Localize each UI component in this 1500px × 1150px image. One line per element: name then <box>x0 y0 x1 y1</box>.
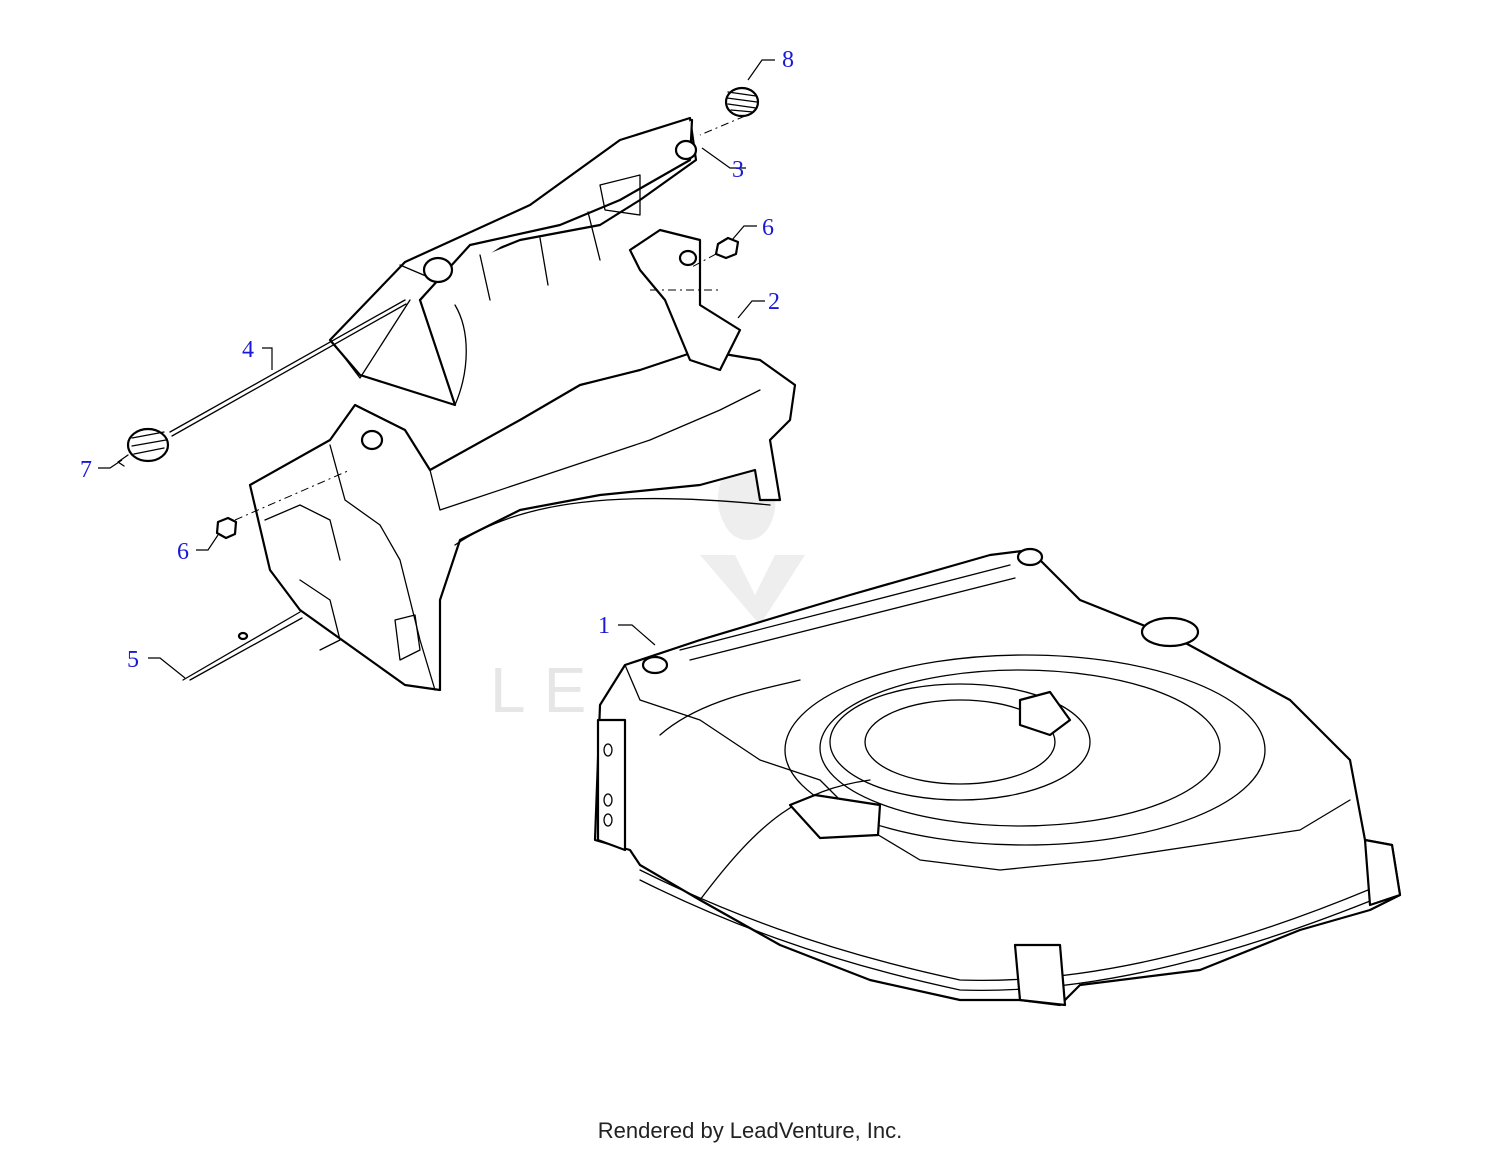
callout-3[interactable]: 3 <box>732 157 744 183</box>
part-2-frame[interactable] <box>234 228 797 692</box>
leader-1 <box>618 624 656 646</box>
part-6-nut-upper[interactable] <box>689 236 740 269</box>
callout-labels: 1 2 3 4 5 6 6 7 8 <box>80 47 794 673</box>
callout-1[interactable]: 1 <box>598 613 610 639</box>
part-6-nut-lower[interactable] <box>215 516 238 540</box>
callout-5[interactable]: 5 <box>127 647 139 673</box>
leader-7 <box>98 459 123 469</box>
footer-credit: Rendered by LeadVenture, Inc. <box>597 1118 903 1143</box>
part-5-pin[interactable] <box>182 611 303 681</box>
leader-5 <box>148 657 186 679</box>
callout-4[interactable]: 4 <box>242 337 254 363</box>
leader-6b <box>196 534 219 551</box>
part-7-spring[interactable] <box>117 427 170 467</box>
part-1-deck[interactable] <box>593 547 1402 1007</box>
callout-8[interactable]: 8 <box>782 47 794 73</box>
leader-4 <box>262 347 273 370</box>
leader-lines <box>98 59 775 679</box>
leader-8 <box>747 59 775 81</box>
callout-6-upper[interactable]: 6 <box>762 215 774 241</box>
part-4-rod[interactable] <box>169 299 407 437</box>
leader-6a <box>731 225 757 241</box>
leader-2 <box>737 300 765 319</box>
callout-6-lower[interactable]: 6 <box>177 539 189 565</box>
part-8-spring[interactable] <box>699 86 760 136</box>
callout-7[interactable]: 7 <box>80 457 92 483</box>
callout-2[interactable]: 2 <box>768 289 780 315</box>
part-3-deflector[interactable] <box>328 116 698 407</box>
leader-3 <box>701 147 746 169</box>
